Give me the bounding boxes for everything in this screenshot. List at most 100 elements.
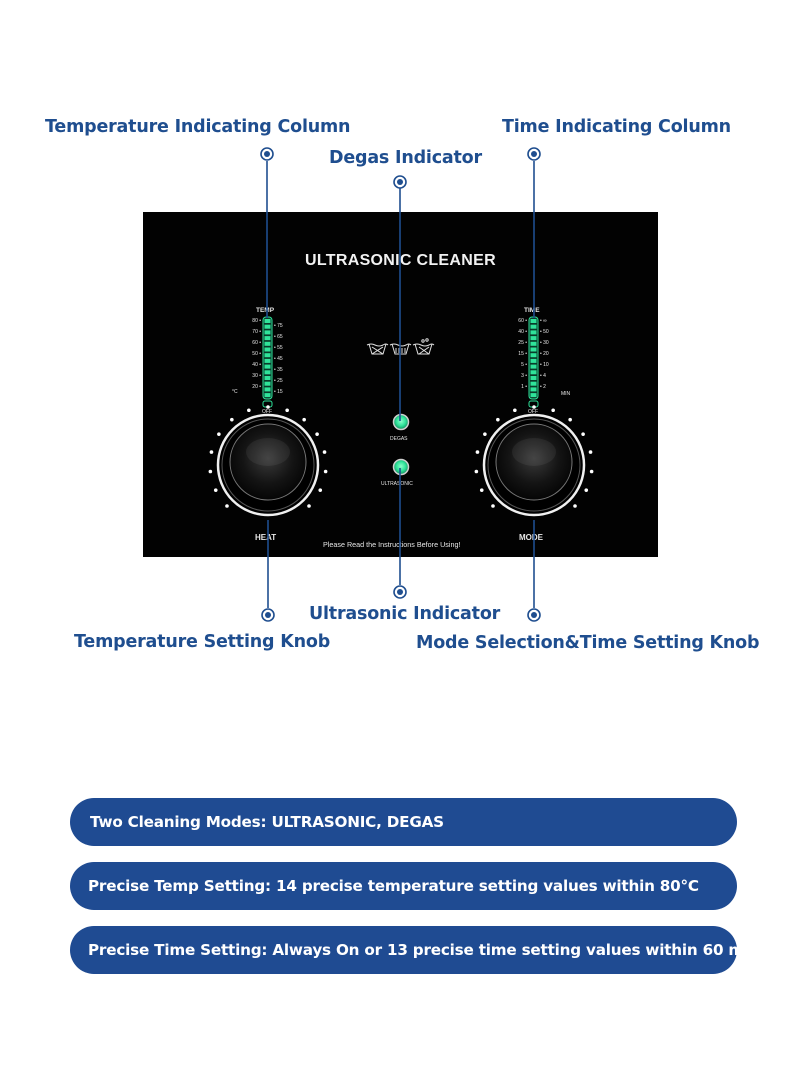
time-scale-label: • 50 xyxy=(540,329,549,335)
temperature-led-segment xyxy=(264,370,271,375)
ultrasonic-panel-label: ULTRASONIC xyxy=(381,481,413,487)
temp-scale-label: • 35 xyxy=(274,367,283,373)
heat-scale-dot xyxy=(322,450,327,454)
temperature-led-segment xyxy=(264,324,271,329)
degas-indicator-label: Degas Indicator xyxy=(329,148,482,168)
time-scale-label: • 4 xyxy=(540,373,546,379)
heat-scale-dot xyxy=(302,417,306,422)
time-scale-label: 5 • xyxy=(521,362,527,368)
time-led-segment xyxy=(530,330,537,335)
time-scale-label: • 10 xyxy=(540,362,549,368)
heat-scale-dot xyxy=(217,432,221,436)
time-led-segment xyxy=(530,336,537,341)
time-scale-label: 25 • xyxy=(518,340,527,346)
instructions-note: Please Read the Instructions Before Usin… xyxy=(323,540,461,549)
heat-scale-dot xyxy=(230,417,234,422)
mode-scale-dot xyxy=(483,432,487,436)
time-led-segment xyxy=(530,381,537,386)
heat-scale-dot xyxy=(266,405,270,409)
time-scale-label: • ∞ xyxy=(540,318,547,324)
time-led-segment xyxy=(530,393,537,398)
time-led-column xyxy=(528,316,539,408)
mode-selection-knob[interactable] xyxy=(482,413,586,517)
temperature-led-segment xyxy=(264,330,271,335)
time-scale-label: 15 • xyxy=(518,351,527,357)
temperature-led-segment xyxy=(264,376,271,380)
time-scale-label: • 30 xyxy=(540,340,549,346)
mode-scale-dot xyxy=(588,450,593,454)
mode-scale-dot xyxy=(474,469,479,474)
mode-scale-dot xyxy=(584,488,589,492)
mode-knob-scale-dots xyxy=(474,405,594,508)
time-scale-label: • 2 xyxy=(540,384,546,390)
basin-cross-icon xyxy=(366,343,389,355)
heat-label: HEAT xyxy=(255,533,277,542)
temperature-led-segment xyxy=(264,353,271,358)
wash-mode-icons xyxy=(366,338,435,355)
heat-knob-scale-dots xyxy=(208,405,328,508)
time-led-segment xyxy=(530,319,537,323)
mode-scale-dot xyxy=(491,504,495,508)
degas-panel-label: DEGAS xyxy=(390,436,408,442)
callout-target-dot xyxy=(397,179,403,185)
feature-pill-time-setting: Precise Time Setting: Always On or 13 pr… xyxy=(70,926,769,974)
callout-target-dot xyxy=(265,612,271,618)
mode-scale-dot xyxy=(568,417,572,422)
temperature-led-segment xyxy=(264,341,271,346)
feature-pill-cleaning-modes: Two Cleaning Modes: ULTRASONIC, DEGAS xyxy=(70,798,737,846)
time-led-segment xyxy=(530,387,537,392)
degas-indicator-light xyxy=(392,413,410,431)
temperature-led-segment xyxy=(264,336,271,341)
temp-scale-label: 40 • xyxy=(252,362,261,368)
temp-scale-label: • 45 xyxy=(274,356,283,362)
temp-scale-label: • 55 xyxy=(274,345,283,351)
temperature-led-segment xyxy=(264,364,271,369)
mode-scale-dot xyxy=(589,469,594,474)
heat-scale-dot xyxy=(209,450,214,454)
heat-scale-dot xyxy=(247,408,251,413)
temperature-led-segment xyxy=(264,358,271,363)
temp-scale-label: 30 • xyxy=(252,373,261,379)
ultrasonic-indicator-label: Ultrasonic Indicator xyxy=(309,604,501,624)
temp-unit-label: °C xyxy=(232,389,238,395)
temp-scale-label: • 65 xyxy=(274,334,283,340)
temp-header: TEMP xyxy=(256,307,275,314)
callout-target-dot xyxy=(397,589,403,595)
ultrasonic-indicator-light xyxy=(392,458,410,476)
time-scale-label: 3 • xyxy=(521,373,527,379)
time-led-segment xyxy=(530,324,537,329)
time-scale-label: 60 • xyxy=(518,318,527,324)
temperature-led-segment xyxy=(264,319,271,323)
time-led-segment xyxy=(530,341,537,346)
temp-scale-label: • 25 xyxy=(274,378,283,384)
temperature-led-segment xyxy=(264,381,271,386)
heat-scale-dot xyxy=(315,432,319,436)
mode-scale-dot xyxy=(479,488,484,492)
temperature-indicating-column-label: Temperature Indicating Column xyxy=(45,117,351,137)
temp-scale-label: 70 • xyxy=(252,329,261,335)
time-scale-label: 1 • xyxy=(521,384,527,390)
time-led-segment xyxy=(530,370,537,375)
time-led-segment xyxy=(530,347,537,352)
heat-scale-dot xyxy=(285,408,289,413)
callout-target-dot xyxy=(531,151,537,157)
time-led-segment xyxy=(530,376,537,380)
temp-scale-label: 50 • xyxy=(252,351,261,357)
temperature-setting-knob[interactable] xyxy=(216,413,320,517)
temp-scale-label: 20 • xyxy=(252,384,261,390)
mode-scale-dot xyxy=(513,408,517,413)
time-header: TIME xyxy=(524,307,540,314)
heat-scale-dot xyxy=(307,504,311,508)
heat-scale-dot xyxy=(225,504,229,508)
callout-target-dot xyxy=(531,612,537,618)
temperature-led-segment xyxy=(264,387,271,392)
basin-bubbles-icon xyxy=(412,338,435,355)
time-off-label: OFF xyxy=(528,409,538,415)
mode-scale-dot xyxy=(496,417,500,422)
time-led-segment xyxy=(530,353,537,358)
time-led-segment xyxy=(530,358,537,363)
temp-scale-label: 60 • xyxy=(252,340,261,346)
temp-scale-label: • 15 xyxy=(274,389,283,395)
mode-scale-dot xyxy=(475,450,480,454)
